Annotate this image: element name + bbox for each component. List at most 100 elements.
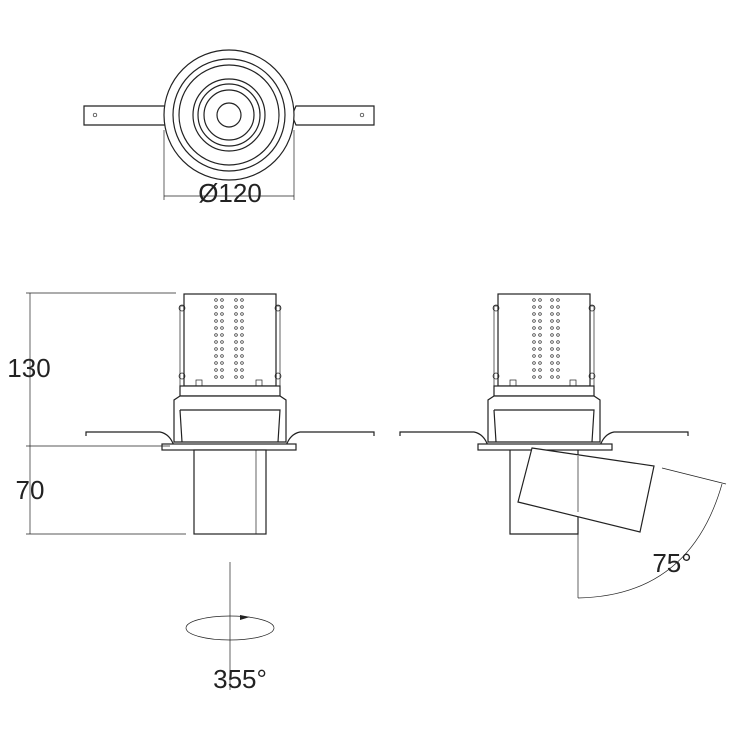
vent-hole [234, 361, 238, 365]
vent-hole [240, 361, 244, 365]
lens-ring [203, 89, 255, 141]
tilt-label: 75° [652, 548, 691, 578]
vent-hole [556, 298, 560, 302]
vent-hole [240, 354, 244, 358]
vent-hole [240, 298, 244, 302]
vent-hole [214, 298, 218, 302]
vent-hole [532, 326, 536, 330]
vent-hole [550, 312, 554, 316]
vent-hole [214, 305, 218, 309]
vent-hole [220, 347, 224, 351]
vent-hole [538, 340, 542, 344]
trim-inner [179, 409, 281, 443]
vent-hole [556, 347, 560, 351]
vent-hole [532, 319, 536, 323]
vent-hole [532, 333, 536, 337]
vent-hole [556, 319, 560, 323]
vent-hole [220, 312, 224, 316]
side-view-straight: 130 70 355° [7, 292, 375, 694]
ceiling-spring-right [285, 431, 375, 447]
vent-hole [556, 305, 560, 309]
vent-hole [550, 319, 554, 323]
vent-hole [214, 347, 218, 351]
vent-hole [214, 375, 218, 379]
lens-outer-ring [197, 83, 261, 147]
vent-hole [550, 326, 554, 330]
lamp-head-tilted [517, 447, 655, 533]
vent-hole [220, 361, 224, 365]
vent-hole [220, 375, 224, 379]
vent-hole [234, 347, 238, 351]
vent-hole [550, 361, 554, 365]
vent-hole [220, 326, 224, 330]
vent-hole [532, 340, 536, 344]
vent-hole [234, 354, 238, 358]
height-trim-label: 70 [16, 475, 45, 505]
vent-hole [220, 305, 224, 309]
screw-top-right [274, 304, 282, 312]
vent-hole [532, 361, 536, 365]
vent-holes [214, 298, 244, 379]
trim-inner-tilted [493, 409, 595, 443]
vent-hole [220, 340, 224, 344]
vent-hole [214, 361, 218, 365]
housing-side-left [179, 305, 185, 387]
screw-top-left [178, 304, 186, 312]
vent-hole [538, 312, 542, 316]
vent-hole [550, 298, 554, 302]
driver-housing-tilted [497, 293, 591, 387]
trim-ring [172, 58, 286, 172]
vent-hole [538, 333, 542, 337]
vent-hole [234, 319, 238, 323]
vent-hole [214, 326, 218, 330]
vent-hole [240, 375, 244, 379]
vent-hole [538, 298, 542, 302]
vent-hole [550, 375, 554, 379]
rotation-ellipse [185, 615, 275, 641]
vent-hole [214, 368, 218, 372]
vent-hole [532, 354, 536, 358]
right-mounting-bracket [292, 105, 375, 126]
vent-hole [240, 340, 244, 344]
vent-hole [538, 368, 542, 372]
upper-collar [179, 385, 281, 397]
driver-housing [183, 293, 277, 387]
vent-hole [240, 305, 244, 309]
lamp-head [193, 449, 267, 535]
vent-hole [214, 319, 218, 323]
screw-top-right-tilted [588, 304, 596, 312]
vent-hole [532, 298, 536, 302]
screw-bottom-left [178, 372, 186, 380]
vent-hole [538, 319, 542, 323]
vent-hole [234, 305, 238, 309]
trim-cup-tilted [487, 395, 601, 443]
housing-side-right [275, 305, 281, 387]
diameter-label: Ø120 [198, 178, 262, 208]
vent-holes-tilted [532, 298, 560, 379]
vent-hole [550, 354, 554, 358]
vent-hole [240, 333, 244, 337]
top-view: Ø120 [83, 49, 375, 208]
vent-hole [240, 319, 244, 323]
vent-hole [532, 375, 536, 379]
height-total-label: 130 [7, 353, 50, 383]
lens-housing-ring [192, 78, 266, 152]
vent-hole [550, 305, 554, 309]
rotation-label: 355° [213, 664, 267, 694]
vent-hole [240, 312, 244, 316]
vent-hole [550, 347, 554, 351]
vent-hole [538, 326, 542, 330]
trim-flange [161, 443, 297, 451]
vent-hole [234, 298, 238, 302]
screw-bottom-right [274, 372, 282, 380]
vent-hole [532, 347, 536, 351]
housing-side-left-tilted [493, 305, 499, 387]
vent-hole [538, 354, 542, 358]
vent-hole [234, 312, 238, 316]
vent-hole [556, 326, 560, 330]
ceiling-spring-right-tilted [599, 431, 689, 447]
vent-hole [240, 326, 244, 330]
vent-hole [234, 368, 238, 372]
outer-flange-ring [163, 49, 295, 181]
vent-hole [234, 375, 238, 379]
